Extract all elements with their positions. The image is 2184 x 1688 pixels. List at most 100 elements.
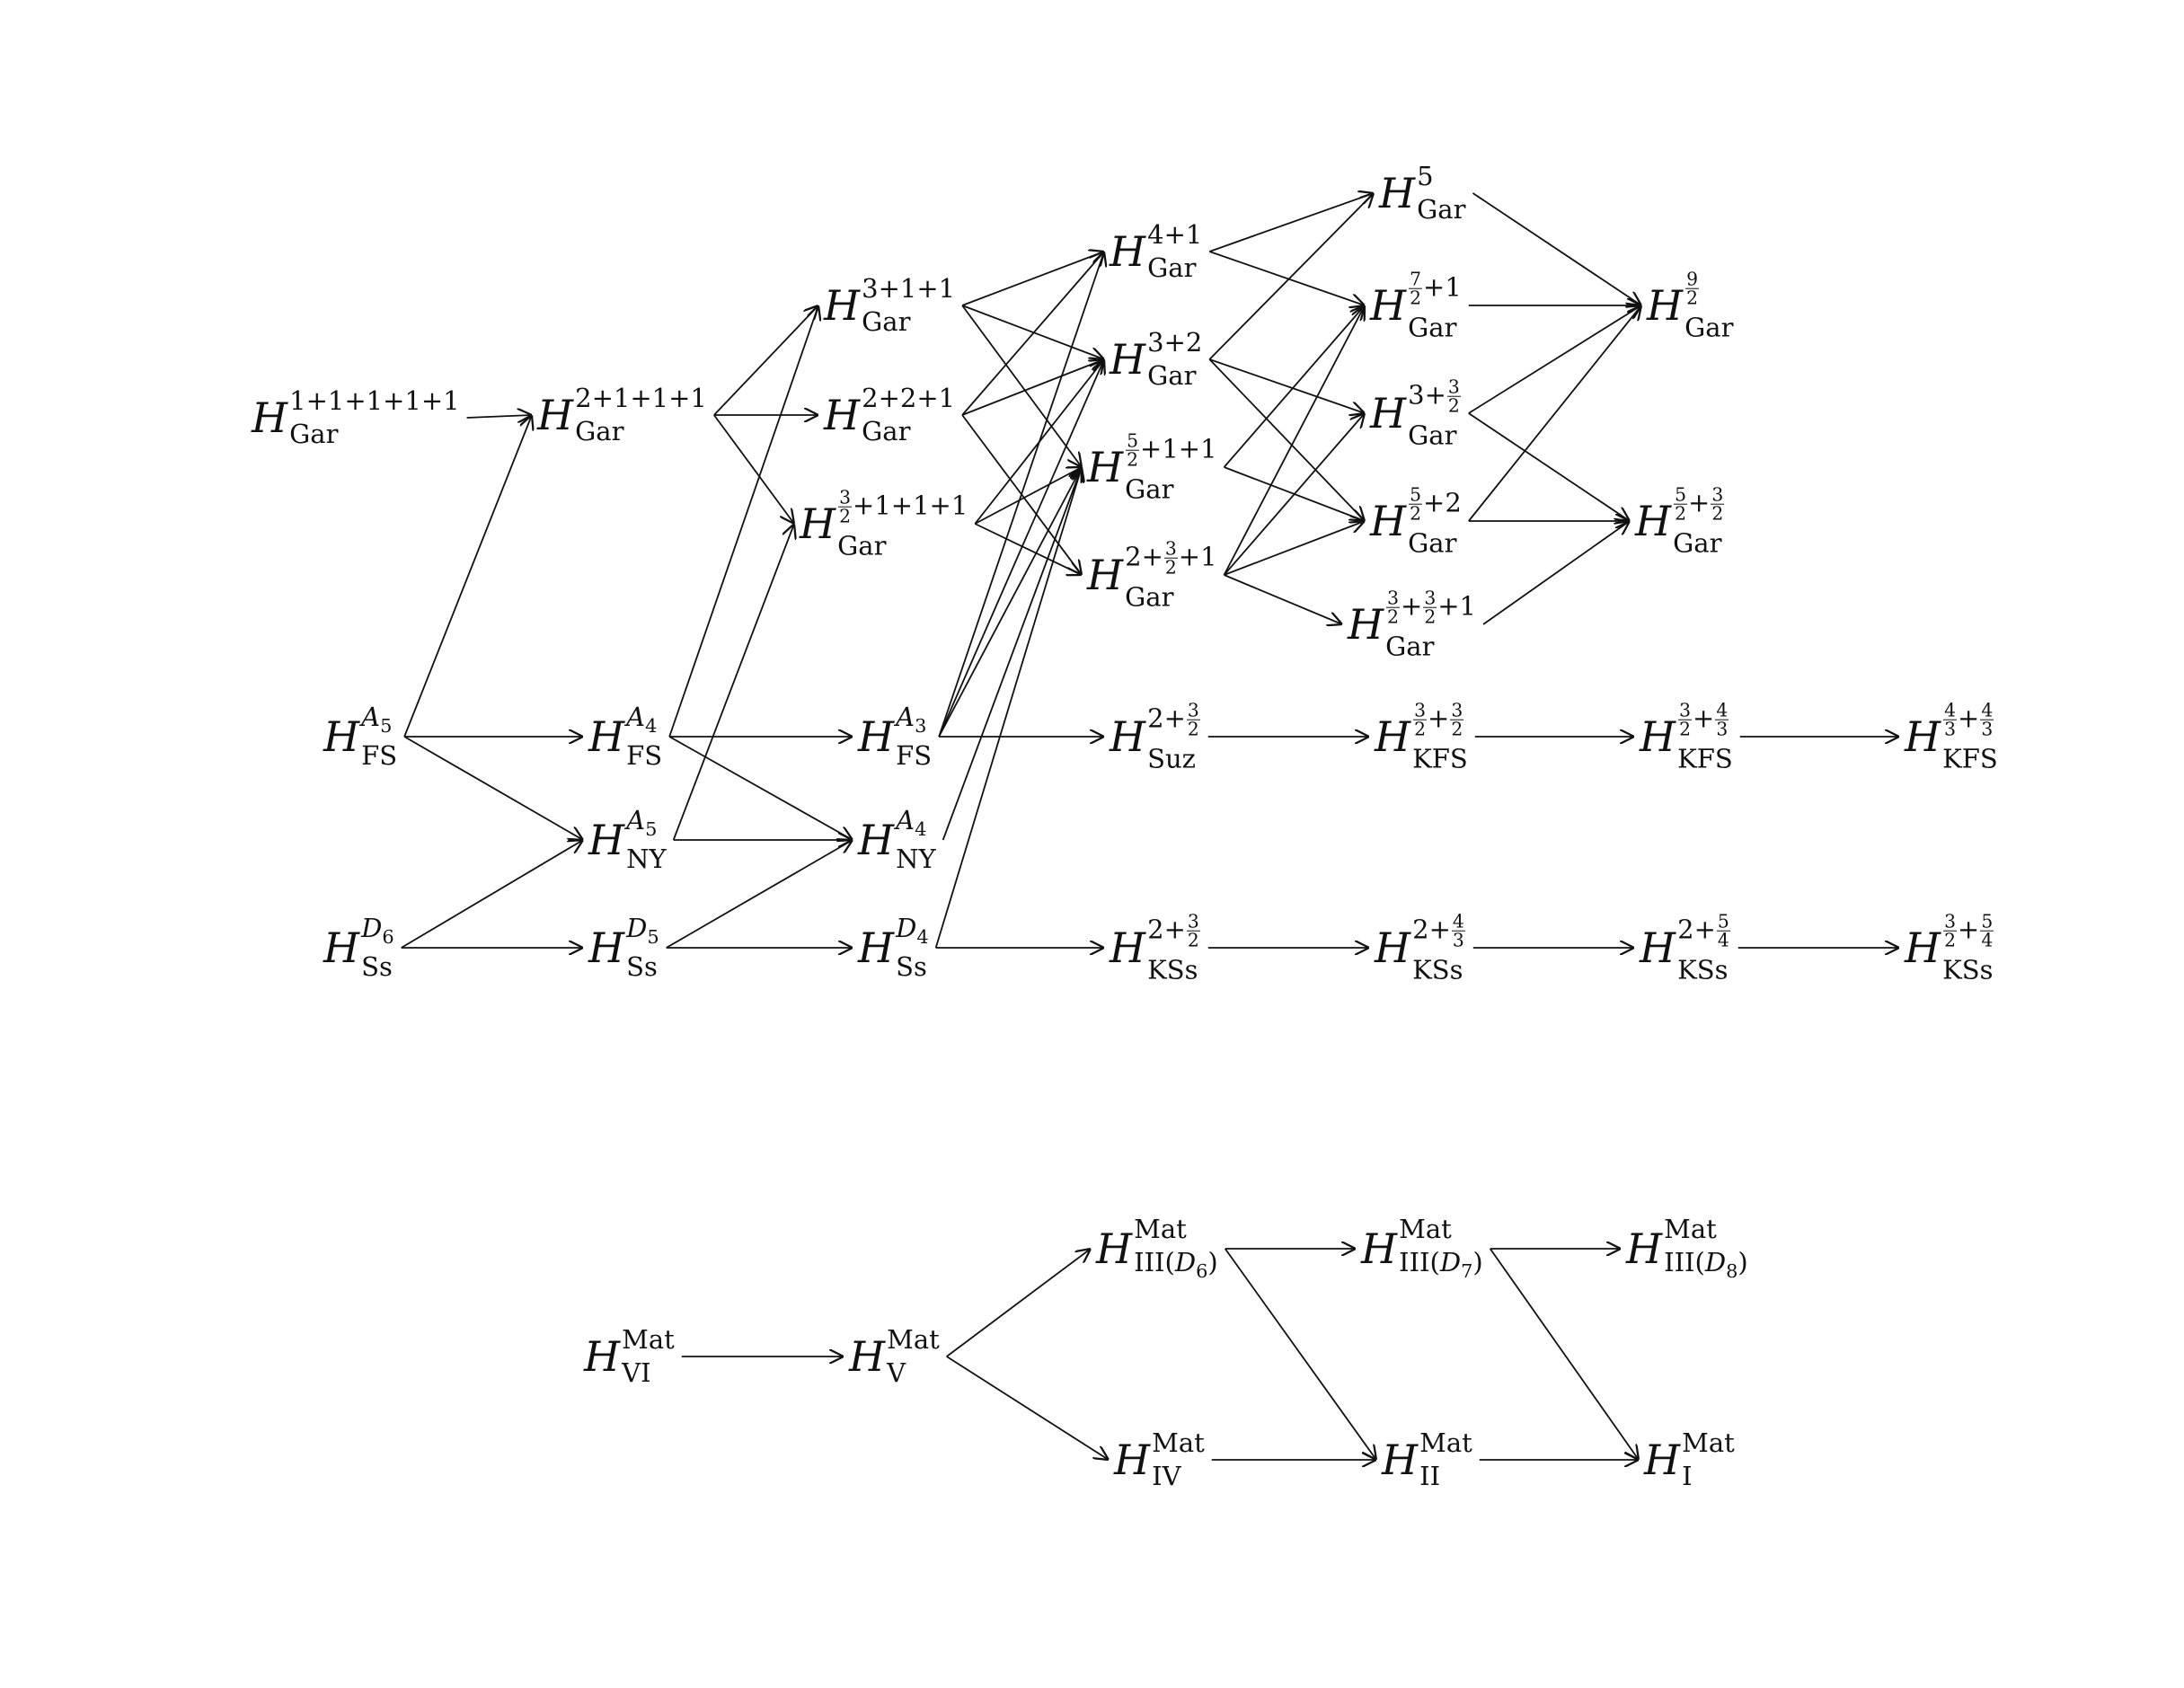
node-superscript: Mat <box>1399 1214 1452 1245</box>
node-superscript: A3 <box>896 702 927 737</box>
node-symbol: H <box>1640 924 1676 972</box>
edge-gar32111-to-gar23221 <box>974 523 1082 575</box>
edge-gar41-to-gar5 <box>1209 193 1374 252</box>
edge-fsA3-to-gar32 <box>938 359 1104 738</box>
node-superscript: Mat <box>622 1324 675 1355</box>
edge-gar2111-to-gar32111 <box>713 414 794 524</box>
node-symbol: H <box>858 815 895 864</box>
edge-gar332-to-gar5232 <box>1468 412 1630 521</box>
edge-fsA3-to-gar5211 <box>938 467 1082 738</box>
node-subscript: Gar <box>1417 194 1466 225</box>
edge-fsA3-to-gar41 <box>938 252 1104 738</box>
edge-matV-to-matIII6 <box>946 1249 1091 1357</box>
node-symbol: H <box>588 815 625 864</box>
edge-gar32-to-gar5 <box>1208 193 1374 360</box>
edge-gar221-to-gar32 <box>961 359 1104 416</box>
edge-matIII7-to-matI <box>1489 1248 1639 1460</box>
node-symbol: H <box>1379 169 1416 217</box>
node-subscript: KFS <box>1412 743 1468 774</box>
node-symbol: H <box>584 1332 621 1381</box>
node-symbol: H <box>323 923 360 972</box>
node-symbol: H <box>1348 600 1384 649</box>
node-superscript: 2+2+1 <box>862 383 956 413</box>
edge-fsA4-to-gar311 <box>668 305 818 738</box>
edge-gar5-to-gar92 <box>1472 192 1641 305</box>
edge-gar2111-to-gar311 <box>713 305 818 416</box>
node-subscript: Gar <box>1408 312 1457 343</box>
node-superscript: 1+1+1+1+1 <box>289 385 460 416</box>
node-superscript: A4 <box>896 805 927 840</box>
node-symbol: H <box>323 711 360 761</box>
node-symbol: H <box>1375 712 1411 761</box>
edge-fsA5-to-nyA5 <box>403 736 583 840</box>
node-subscript: KSs <box>1942 954 1994 985</box>
node-symbol: H <box>588 711 625 761</box>
edge-gar23221-to-gar332 <box>1223 413 1365 576</box>
node-symbol: H <box>1370 281 1407 330</box>
node-symbol: H <box>1110 335 1146 384</box>
node-superscript: Mat <box>1682 1427 1735 1458</box>
edge-nyA5-to-gar32111 <box>672 524 794 841</box>
node-subscript: Gar <box>1684 312 1734 343</box>
node-superscript: 3+1+1 <box>862 273 956 304</box>
node-superscript: 2+1+1+1 <box>575 383 707 413</box>
edge-nyA4-to-gar5211 <box>942 467 1082 841</box>
node-subscript: Suz <box>1147 743 1196 774</box>
node-symbol: H <box>1087 443 1124 491</box>
node-subscript: KFS <box>1942 743 1998 774</box>
node-subscript: Gar <box>1385 631 1435 662</box>
node-symbol: H <box>1640 712 1676 761</box>
node-symbol: H <box>849 1332 886 1381</box>
node-superscript: 3+2 <box>1147 327 1203 358</box>
node-subscript: III(D7) <box>1399 1247 1483 1282</box>
edge-gar5211-to-gar721 <box>1223 305 1365 468</box>
node-symbol: H <box>1626 1224 1663 1273</box>
node-symbol: H <box>824 281 861 330</box>
node-symbol: H <box>1635 497 1672 545</box>
node-symbol: H <box>1110 924 1146 972</box>
node-subscript: VI <box>622 1357 651 1388</box>
edge-gar23221-to-gar721 <box>1223 305 1365 576</box>
node-symbol: H <box>1114 1436 1151 1484</box>
node-superscript: A5 <box>626 805 658 840</box>
edge-gar32321-to-gar5232 <box>1482 521 1630 625</box>
node-superscript: 4+1 <box>1147 219 1203 250</box>
node-subscript: FS <box>896 739 933 771</box>
edge-gar23221-to-gar522 <box>1224 521 1365 576</box>
node-subscript: III(D8) <box>1664 1247 1748 1282</box>
node-superscript: Mat <box>887 1324 940 1355</box>
node-symbol: H <box>1110 227 1146 276</box>
node-subscript: I <box>1682 1461 1693 1491</box>
node-subscript: Gar <box>1125 473 1174 505</box>
edge-gar221-to-gar41 <box>961 252 1104 416</box>
node-symbol: H <box>1087 551 1124 599</box>
node-superscript: A4 <box>626 702 658 737</box>
